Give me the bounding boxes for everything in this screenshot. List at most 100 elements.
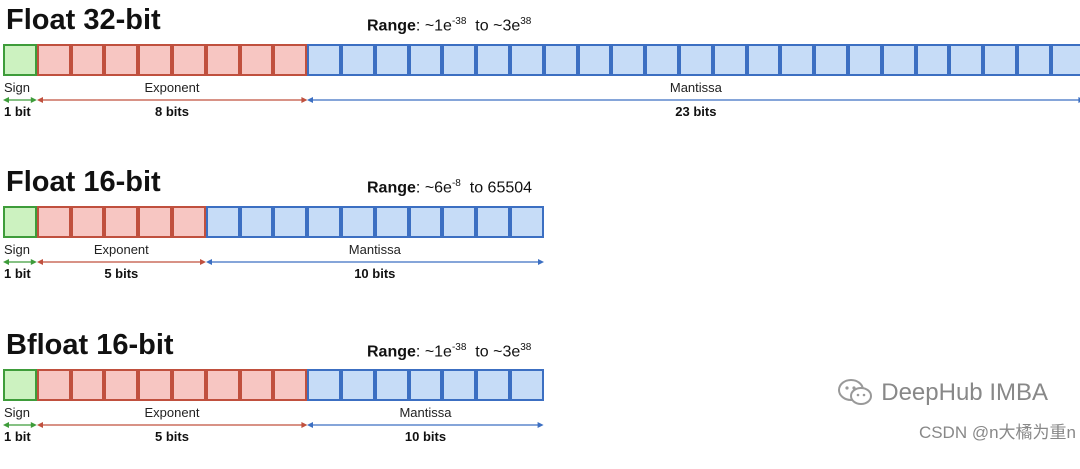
man-bit-cell [442, 44, 477, 76]
range-text: Range: ~1e-38 to ~3e38 [367, 342, 531, 361]
exp-bit-cell [239, 369, 274, 401]
man-bit-cell [814, 44, 848, 76]
exp-group-label: Exponent [144, 80, 200, 95]
sign-bit-cell [3, 206, 37, 238]
man-group-label: Mantissa [399, 405, 452, 420]
exp-bit-cell [239, 44, 274, 76]
exp-span-arrow [36, 421, 308, 429]
watermark: DeepHub IMBA [837, 378, 1048, 408]
exp-bit-count: 5 bits [155, 429, 189, 444]
exp-bit-cell [36, 369, 71, 401]
range-text: Range: ~1e-38 to ~3e38 [367, 16, 531, 35]
exp-bit-cell [36, 44, 71, 76]
range-sep: : [415, 17, 421, 35]
man-bit-cell [374, 369, 409, 401]
exp-group-label: Exponent [93, 242, 149, 257]
man-bit-cell [340, 44, 375, 76]
range-text: Range: ~6e-8 to 65504 [367, 178, 532, 197]
man-bit-cell [543, 44, 578, 76]
man-bit-cell [340, 206, 375, 238]
range-high: ~3e [493, 17, 521, 35]
man-bit-cell [780, 44, 815, 76]
exp-bit-cell [104, 44, 139, 76]
sign-group-label: Sign [4, 80, 31, 95]
exp-bit-cell [138, 44, 172, 76]
range-low-exp: -38 [451, 16, 467, 27]
man-bit-cell [205, 206, 240, 238]
format-title: Bfloat 16-bit [6, 329, 174, 361]
exp-bit-cell [171, 369, 206, 401]
range-sep: : [415, 179, 421, 197]
sign-group-label: Sign [4, 242, 31, 257]
man-bit-count: 10 bits [404, 429, 447, 444]
range-low-exp: -8 [451, 178, 461, 189]
range-to: to [475, 343, 489, 361]
bit-row [3, 369, 544, 401]
man-span-arrow [205, 258, 544, 266]
man-group-label: Mantissa [669, 80, 722, 95]
exp-bit-cell [273, 369, 308, 401]
bit-row [3, 206, 544, 238]
man-bit-cell [340, 369, 375, 401]
watermark-brand: DeepHub IMBA [881, 379, 1048, 406]
exp-span-arrow [36, 96, 308, 104]
watermark-source: CSDN @n大橘为重n [918, 423, 1076, 442]
exp-bit-cell [104, 206, 139, 238]
man-bit-cell [374, 44, 409, 76]
exp-bit-cell [138, 206, 172, 238]
exp-bit-cell [70, 44, 105, 76]
man-bit-cell [1050, 44, 1080, 76]
sign-group-label: Sign [4, 405, 31, 420]
man-span-arrow [307, 96, 1080, 104]
sign-bit-count: 1 bit [4, 429, 31, 444]
exp-bit-count: 5 bits [104, 266, 139, 281]
man-bit-cell [476, 44, 510, 76]
exp-bit-cell [171, 206, 206, 238]
man-bit-cell [239, 206, 274, 238]
range-low-exp: -38 [451, 342, 467, 353]
exp-bit-cell [70, 369, 105, 401]
man-bit-cell [983, 44, 1017, 76]
man-bit-cell [509, 44, 544, 76]
man-bit-cell [509, 206, 544, 238]
sign-span-arrow [3, 421, 37, 429]
range-label: Range [367, 179, 416, 197]
man-bit-count: 23 bits [675, 104, 717, 119]
exp-span-arrow [36, 258, 206, 266]
format-title: Float 16-bit [6, 166, 161, 198]
man-bit-cell [374, 206, 409, 238]
man-bit-cell [307, 44, 341, 76]
exp-bit-cell [205, 369, 240, 401]
man-bit-cell [307, 206, 341, 238]
exp-bit-cell [171, 44, 206, 76]
exp-bit-cell [70, 206, 105, 238]
sign-bit-count: 1 bit [4, 104, 31, 119]
range-sep: : [415, 343, 421, 361]
exp-bit-count: 8 bits [155, 104, 189, 119]
man-bit-cell [307, 369, 341, 401]
man-bit-cell [509, 369, 544, 401]
exp-bit-cell [138, 369, 172, 401]
sign-bit-count: 1 bit [4, 266, 31, 281]
range-label: Range [367, 17, 416, 35]
wechat-icon [838, 379, 873, 405]
range-low: ~1e [424, 17, 452, 35]
man-bit-cell [408, 206, 443, 238]
range-high: ~3e [493, 343, 521, 361]
bit-row [3, 44, 1080, 76]
range-high-exp: 38 [520, 342, 532, 353]
man-bit-cell [881, 44, 916, 76]
range-high: 65504 [487, 179, 533, 197]
man-bit-cell [577, 44, 612, 76]
exp-bit-cell [273, 44, 308, 76]
man-bit-cell [678, 44, 713, 76]
man-bit-cell [273, 206, 308, 238]
man-bit-count: 10 bits [354, 266, 396, 281]
sign-span-arrow [3, 96, 37, 104]
man-bit-cell [476, 206, 510, 238]
man-bit-cell [442, 369, 477, 401]
man-bit-cell [408, 369, 443, 401]
